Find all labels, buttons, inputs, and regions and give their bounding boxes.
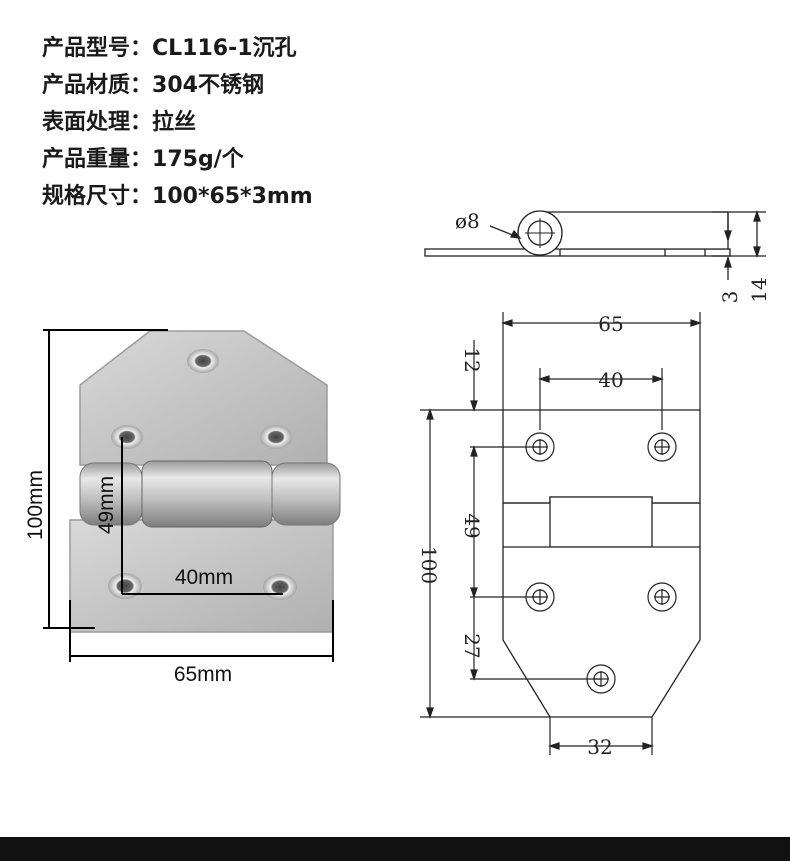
width-label: 65 bbox=[598, 312, 623, 336]
hinge-photo bbox=[69, 330, 341, 633]
spec-weight: 产品重量：175g/个 bbox=[42, 147, 244, 172]
hole-spacing-x-label: 40 bbox=[598, 368, 623, 392]
top-offset-label: 12 bbox=[460, 347, 484, 372]
spec-list: 产品型号：CL116-1沉孔 产品材质：304不锈钢 表面处理：拉丝 产品重量：… bbox=[42, 30, 313, 215]
side-plate bbox=[424, 248, 731, 257]
pin-diameter-label: ø8 bbox=[455, 209, 480, 233]
hinge-knuckle-center bbox=[141, 460, 273, 528]
side-view bbox=[424, 209, 766, 280]
hole-upper-right bbox=[647, 432, 677, 462]
front-dimension-lines bbox=[420, 312, 702, 755]
front-knuckle bbox=[549, 496, 653, 548]
hinge-knuckle-right bbox=[271, 462, 341, 526]
spec-material: 产品材质：304不锈钢 bbox=[42, 73, 264, 98]
spec-model: 产品型号：CL116-1沉孔 bbox=[42, 36, 297, 61]
photo-dimensions bbox=[43, 329, 334, 662]
photo-height-label: 100mm bbox=[24, 470, 47, 540]
spec-finish: 表面处理：拉丝 bbox=[42, 110, 197, 135]
bottom-offset-label: 27 bbox=[460, 633, 484, 658]
photo-hole-upper-left bbox=[111, 425, 143, 449]
photo-hole-lower-left bbox=[108, 573, 142, 599]
photo-hole-upper-right bbox=[260, 425, 292, 449]
photo-hole-top bbox=[187, 349, 219, 373]
photo-hole-spacing-y-label: 49mm bbox=[95, 476, 118, 534]
photo-width-label: 65mm bbox=[174, 663, 232, 686]
height-label: 100 bbox=[417, 546, 441, 584]
bottom-width-label: 32 bbox=[587, 735, 612, 759]
plate-thickness-label: 3 bbox=[718, 291, 742, 304]
hole-lower-right bbox=[647, 582, 677, 612]
footer-bar bbox=[0, 837, 790, 861]
knuckle-height-label: 14 bbox=[747, 277, 771, 302]
photo-hole-spacing-x-label: 40mm bbox=[175, 566, 233, 589]
spec-size: 规格尺寸：100*65*3mm bbox=[42, 184, 313, 209]
hole-spacing-y-label: 49 bbox=[460, 513, 484, 538]
photo-hole-lower-right bbox=[263, 574, 297, 600]
